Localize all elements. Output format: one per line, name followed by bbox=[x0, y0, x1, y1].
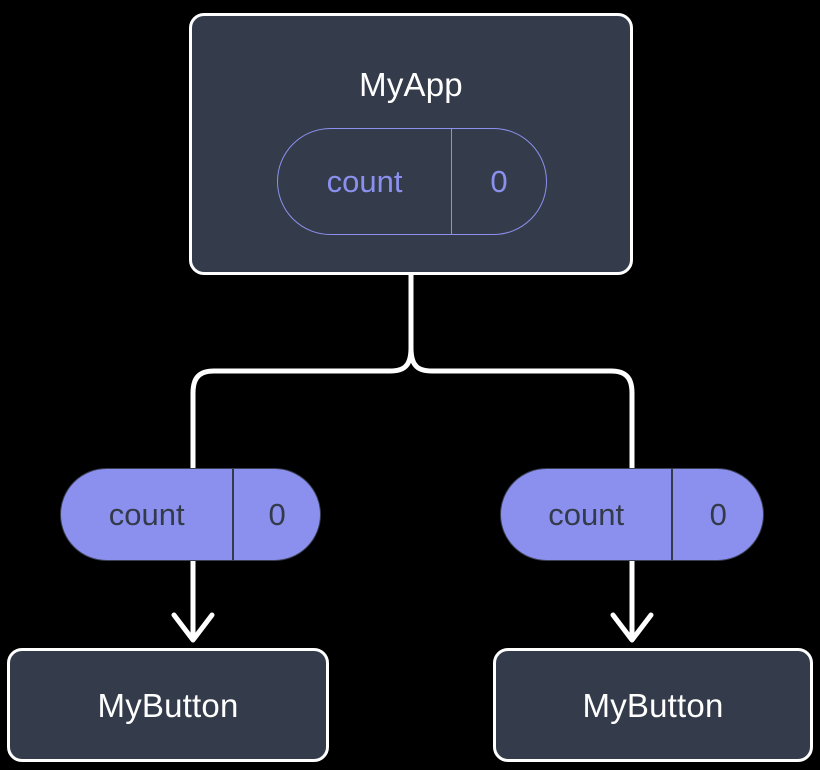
node-title-mybutton: MyButton bbox=[582, 686, 724, 724]
state-pill-key: count bbox=[108, 497, 185, 532]
state-pill-value: 0 bbox=[451, 129, 546, 234]
node-title-mybutton: MyButton bbox=[97, 686, 239, 724]
edge-root-split-right bbox=[408, 345, 635, 471]
state-pill-key: count bbox=[548, 497, 625, 532]
widget-node-mybutton-right[interactable]: MyButton bbox=[493, 648, 813, 762]
left-arrowhead-icon bbox=[171, 612, 215, 643]
state-pill-value: 0 bbox=[671, 469, 763, 560]
widget-node-mybutton-left[interactable]: MyButton bbox=[7, 648, 329, 762]
state-pill-right-child[interactable]: count 0 bbox=[500, 468, 764, 561]
right-arrowhead-icon bbox=[610, 612, 654, 643]
state-pill-left-child[interactable]: count 0 bbox=[60, 468, 321, 561]
state-pill-value: 0 bbox=[232, 469, 320, 560]
state-pill-myapp[interactable]: count 0 bbox=[277, 128, 547, 235]
state-pill-key: count bbox=[326, 164, 403, 199]
edge-root-split bbox=[190, 272, 414, 471]
node-title-myapp: MyApp bbox=[359, 66, 463, 103]
